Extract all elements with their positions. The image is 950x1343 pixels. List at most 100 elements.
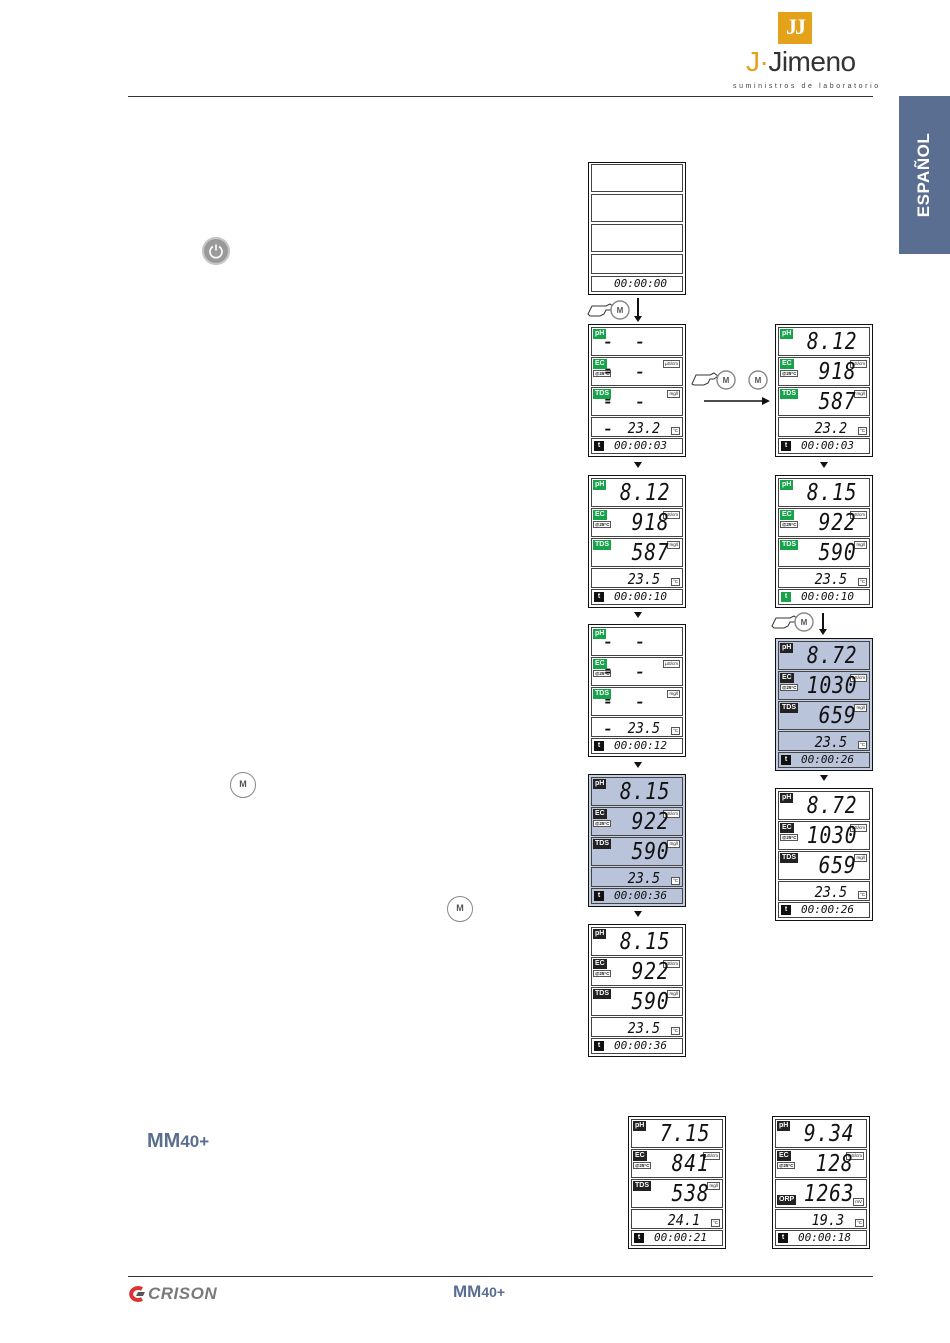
ec-ref-label: @25°C [633,1162,652,1169]
logo-tagline: suministros de laboratorio [733,83,881,90]
temp-row: 24.1°C [631,1209,723,1229]
power-button[interactable] [202,237,230,265]
timer-badge: t [781,592,791,602]
arrow-line [822,613,824,631]
temp-row: 23.5°C [591,568,683,588]
ec-label: EC [780,510,794,520]
ph-value: 8.12 [806,329,857,355]
ec-unit: µS/cm [850,360,867,368]
timer-badge: t [594,891,604,901]
ph-row: pH 8.12 [778,327,870,356]
timer-value: 00:00:26 [801,753,854,766]
ph-value: - - - [602,329,651,382]
ec-unit: µS/cm [663,960,680,968]
timer-badge: t [594,741,604,751]
m-button[interactable]: M [230,772,256,798]
ph-label: pH [593,929,607,939]
ec-unit: µS/cm [663,660,680,668]
ec-ref-label: @25°C [777,1162,796,1169]
logo-wordmark: J·Jimeno [746,46,856,77]
tds-unit: mg/l [667,990,680,998]
tds-label: TDS [780,540,798,550]
svg-text:M: M [801,618,808,627]
temp-unit: °C [670,877,680,885]
ec-label: EC [593,359,607,369]
header-rule [128,96,873,97]
arrow-down-icon [634,911,642,917]
tds-unit: mg/l [854,541,867,549]
ph-value: 8.15 [619,929,670,955]
timer-value: 00:00:10 [801,590,854,603]
timer-value: 00:00:21 [654,1231,707,1244]
arrow-down-icon [819,629,827,635]
tds-label: TDS [780,853,798,863]
timer-badge: t [778,1233,788,1243]
tds-unit: mg/l [667,840,680,848]
arrow-right-icon [704,397,770,405]
m-button[interactable]: M [447,896,473,922]
temp-unit: °C [670,727,680,735]
footer-model: MM40+ [453,1282,506,1301]
ph-label: pH [593,480,607,490]
tds-label: TDS [593,989,611,999]
ec-ref-label: @25°C [593,370,612,377]
ph-label: pH [593,629,607,639]
ec-value: 1030 [806,823,857,849]
temp-unit: °C [854,1219,864,1227]
ec-value: - - - [602,359,651,412]
arrow-down-icon [634,762,642,768]
temp-row: 23.5°C [591,867,683,887]
logo-mark: JJ [778,12,812,44]
tds-label: TDS [780,389,798,399]
temp-row: 23.5°C [778,731,870,751]
ec-value: 918 [632,510,670,536]
temp-value: 23.2 [627,419,660,437]
tds-value: 590 [632,839,670,865]
lcd-timer-row: t 00:00:10 [778,589,870,605]
ec-label: EC [593,659,607,669]
timer-badge: t [781,755,791,765]
ec-value: 841 [672,1151,710,1177]
ec-label: EC [593,959,607,969]
temp-value: 23.2 [814,419,847,437]
timer-badge: t [634,1233,644,1243]
ec-value: 128 [816,1151,854,1177]
temp-unit: °C [670,1027,680,1035]
tds-unit: mg/l [667,690,680,698]
ec-unit: µS/cm [663,511,680,519]
ec-unit: µS/cm [850,674,867,682]
ec-value: 918 [819,359,857,385]
tds-unit: mg/l [707,1182,720,1190]
tds-value: 590 [632,989,670,1015]
ec-ref-label: @25°C [593,521,612,528]
ec-label: EC [780,823,794,833]
tds-label: TDS [633,1181,651,1191]
tds-value: - - - [602,389,651,442]
temp-unit: °C [857,578,867,586]
ph-label: pH [780,329,794,339]
ph-row: pH 8.12 [591,478,683,507]
language-tab[interactable]: ESPAÑOL [899,96,950,254]
ec-ref-label: @25°C [593,670,612,677]
orp-value: 1263 [803,1181,854,1207]
ph-value: 8.12 [619,480,670,506]
